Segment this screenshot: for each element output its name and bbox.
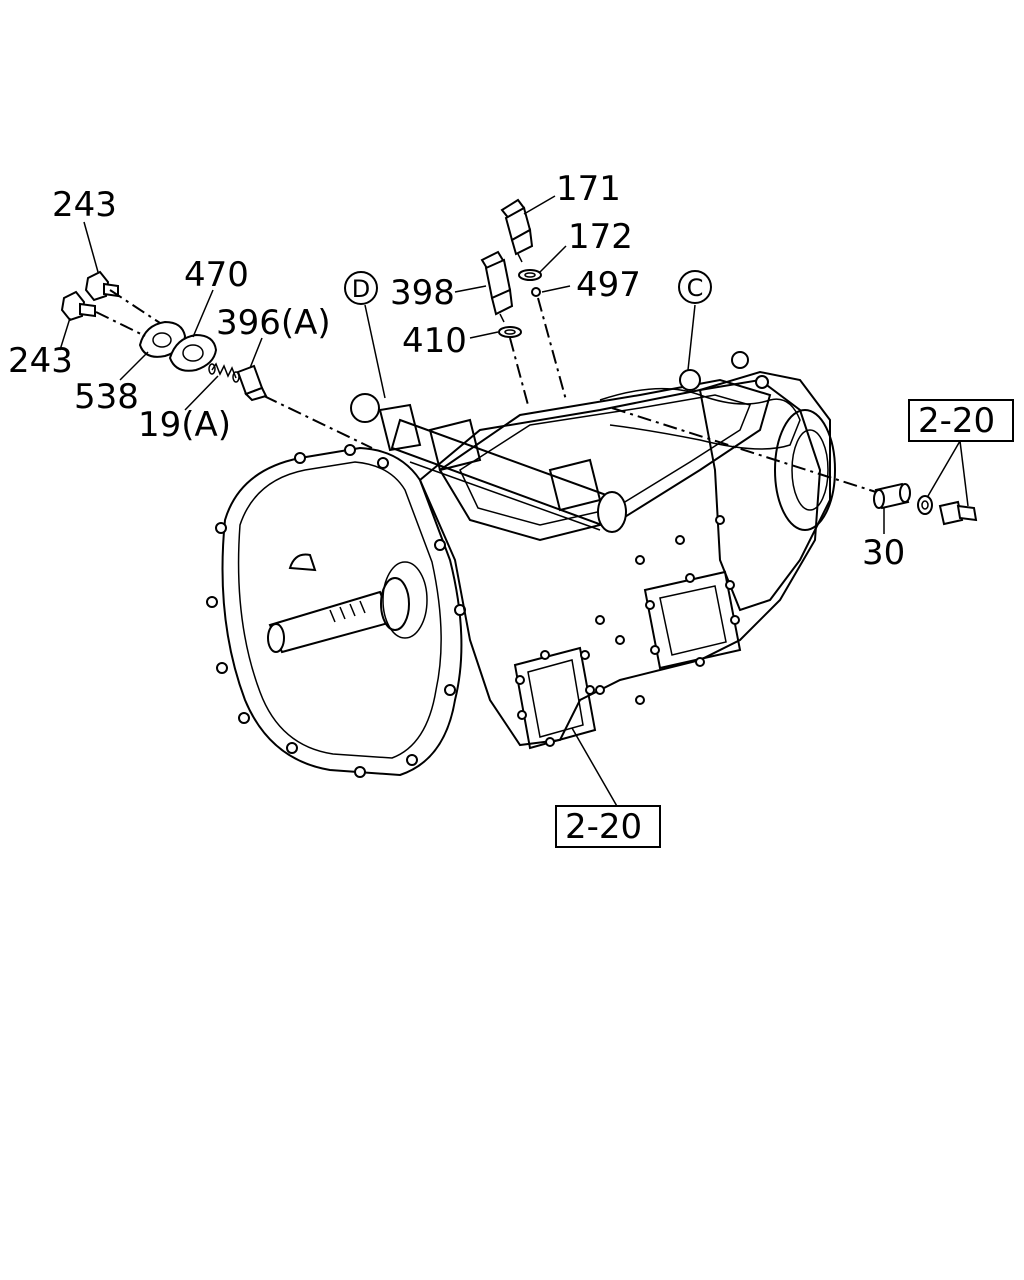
view-marker-c: C <box>678 270 712 304</box>
callout-497: 497 <box>576 265 641 305</box>
plunger-396a <box>236 364 268 402</box>
bell-housing-inner-rim <box>237 461 442 759</box>
ball-497 <box>531 287 541 297</box>
callout-171: 171 <box>556 169 621 209</box>
switch-parts-group <box>480 198 542 338</box>
callout-30: 30 <box>862 533 905 573</box>
shift-cylinder <box>350 393 627 533</box>
callout-243-upper: 243 <box>52 185 117 225</box>
reference-box-bottom-label: 2-20 <box>565 807 642 847</box>
assembly-lines <box>95 289 877 493</box>
callout-19a: 19(A) <box>138 405 231 445</box>
callout-398: 398 <box>390 273 455 313</box>
rear-housing <box>698 370 831 612</box>
callout-396a: 396(A) <box>216 303 331 343</box>
reference-box-bottom[interactable]: 2-20 <box>555 805 661 848</box>
switch-398 <box>480 250 514 323</box>
switch-171 <box>500 198 534 263</box>
rear-washer <box>917 495 933 515</box>
callout-labels: 243 243 470 396(A) 538 19(A) 171 172 398… <box>8 169 905 573</box>
main-case <box>418 378 822 747</box>
top-cover-inner <box>459 394 752 526</box>
rear-flange <box>774 409 836 531</box>
side-cover-front <box>513 646 597 750</box>
view-marker-d: D <box>344 271 378 305</box>
transmission-assembly <box>206 351 836 778</box>
callout-410: 410 <box>402 321 467 361</box>
callout-470: 470 <box>184 255 249 295</box>
view-marker-d-label: D <box>352 275 370 303</box>
housing-bolts <box>206 444 466 778</box>
case-bolts <box>595 515 725 705</box>
top-cover <box>438 378 772 542</box>
rear-harness <box>599 387 801 450</box>
housing-bracket <box>288 553 317 572</box>
reference-box-right-label: 2-20 <box>918 401 995 441</box>
cover-470 <box>168 333 218 372</box>
spring-19a <box>208 362 240 383</box>
leader-lines <box>59 195 969 809</box>
washer-410 <box>498 326 522 338</box>
view-marker-c-label: C <box>687 274 704 302</box>
reference-box-right[interactable]: 2-20 <box>908 399 1014 442</box>
bolt-243-upper <box>84 270 119 302</box>
washer-172 <box>518 269 542 281</box>
side-cover-rear <box>643 570 742 670</box>
bolt-243-lower <box>60 290 96 322</box>
rear-parts-group <box>873 482 978 526</box>
input-shaft <box>267 561 428 654</box>
callout-538: 538 <box>74 377 139 417</box>
rear-bolt <box>938 500 978 526</box>
callout-243-lower: 243 <box>8 341 73 381</box>
detent-parts-group <box>60 270 268 402</box>
bushing-30 <box>873 482 911 510</box>
callout-172: 172 <box>568 217 633 257</box>
